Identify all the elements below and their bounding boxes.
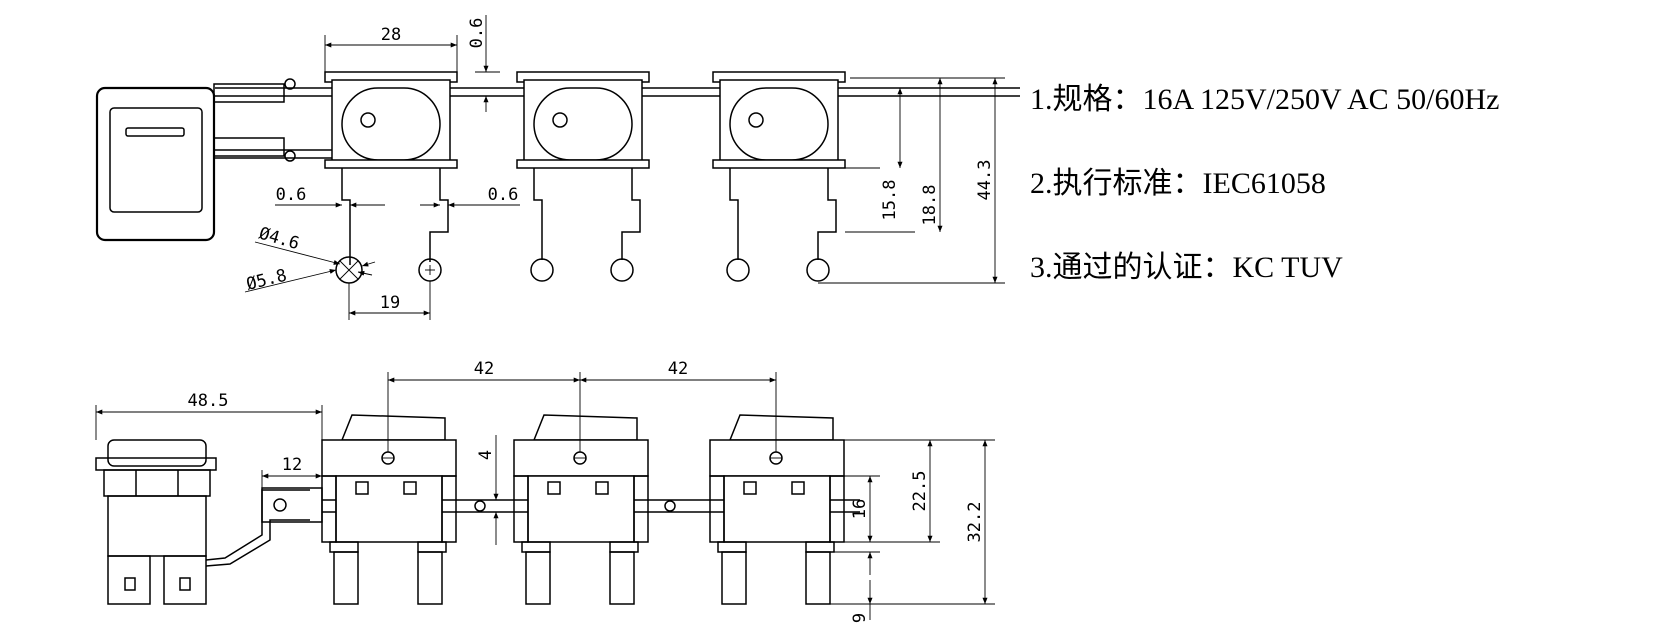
spec-line-certification: 3.通过的认证：KC TUV [1030,251,1343,284]
dim-pin-gap-right: 0.6 [488,185,519,205]
spec-line-standard: 2.执行标准：IEC61058 [1030,167,1326,200]
side-unit-2 [513,414,649,605]
dim-top-width: 28 [381,25,401,45]
dim-overall-length: 48.5 [188,391,229,411]
single-switch-front [95,78,296,242]
dim-height-b: 18.8 [920,185,940,226]
top-view: 28 0.6 0.6 0.6 Ø4.6 Ø5.8 19 15.8 [95,15,1020,320]
side-view: 48.5 42 42 12 4 16 22.5 32.2 9 [95,359,995,623]
dim-bar-width: 4 [476,450,496,460]
dim-pitch-2: 42 [668,359,688,379]
single-switch-side [95,439,217,605]
spec-line-rating: 1.规格：16A 125V/250V AC 50/60Hz [1030,83,1500,116]
dim-pitch-1: 42 [474,359,494,379]
switch-unit-3 [712,71,846,282]
dim-terminal-len: 9 [850,613,870,623]
switch-unit-2 [516,71,650,282]
dim-side-height-a: 22.5 [910,471,930,512]
dim-pin-pitch: 19 [380,293,400,313]
side-unit-1 [321,414,457,605]
side-unit-3 [709,414,845,605]
dim-hole-inner: Ø4.6 [257,224,302,255]
dim-hole-outer: Ø5.8 [244,266,289,295]
dim-height-total: 44.3 [975,160,995,201]
dim-side-height-total: 32.2 [965,502,985,543]
dim-bracket-len: 12 [282,455,302,475]
dim-top-gap: 0.6 [467,18,487,49]
dim-pin-gap-left: 0.6 [276,185,307,205]
dim-body-height: 16 [850,499,870,519]
dim-height-a: 15.8 [880,180,900,221]
switch-unit-1 [324,71,458,284]
